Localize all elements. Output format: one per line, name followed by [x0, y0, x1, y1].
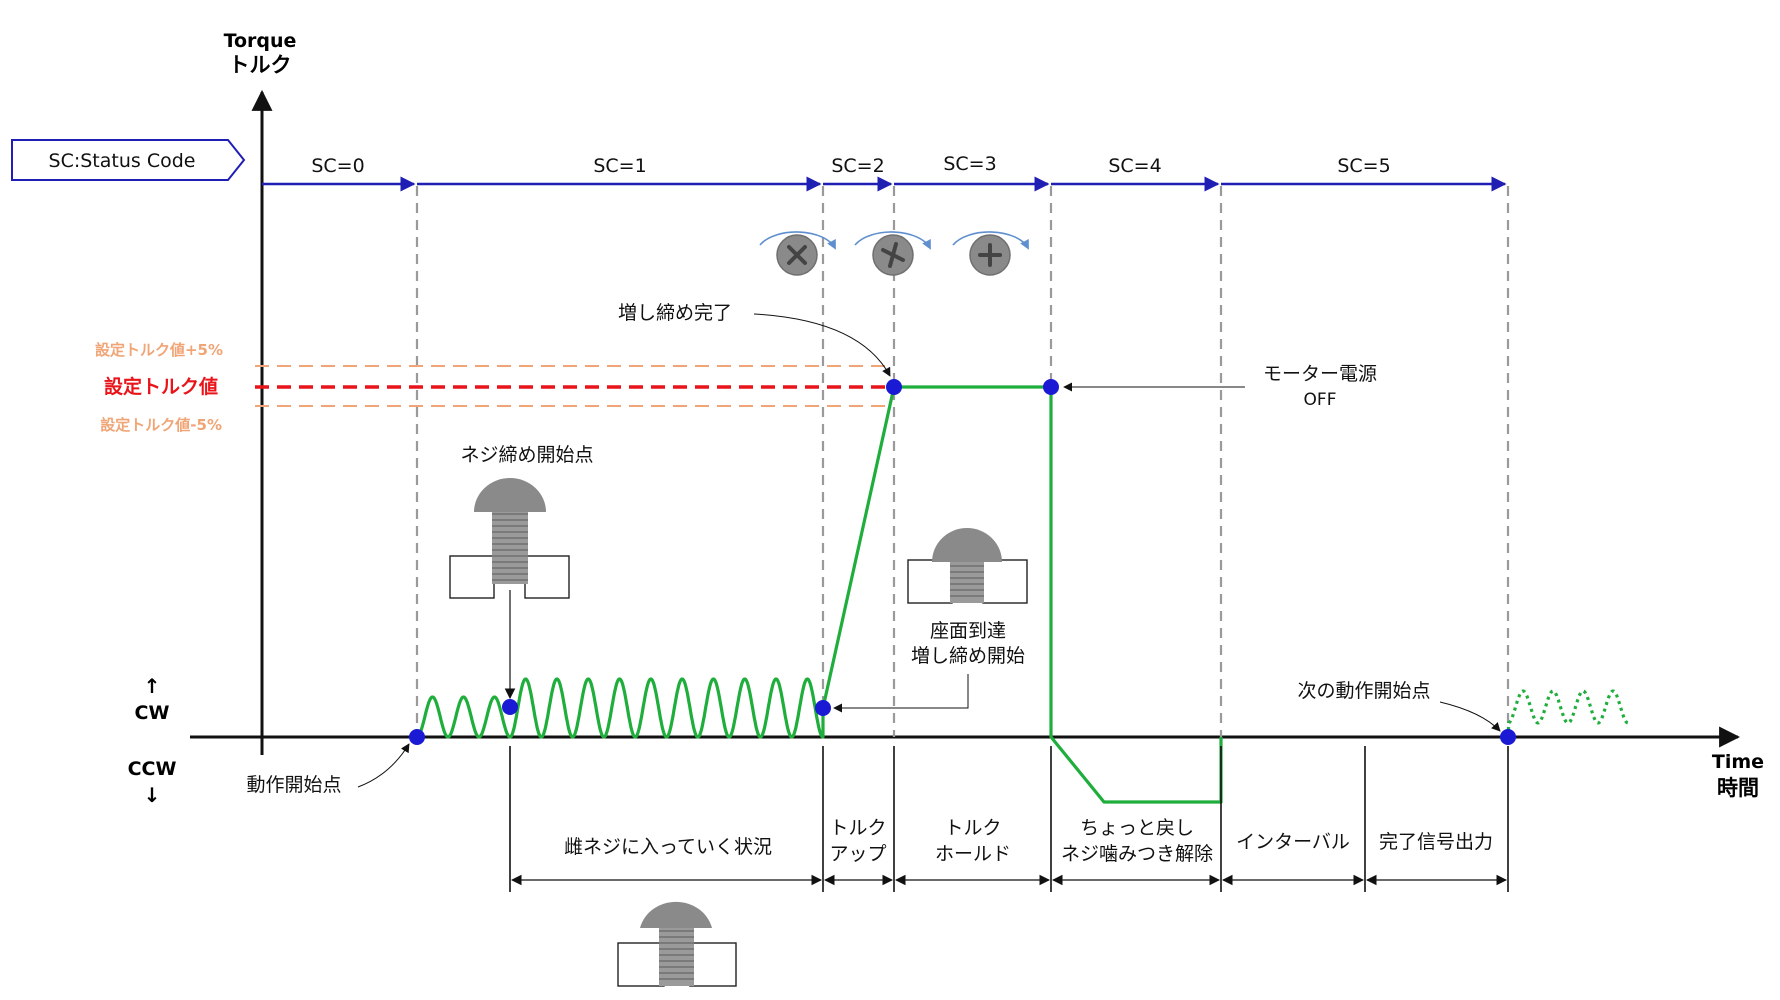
phase-release-label-2: ネジ噛みつき解除 — [1061, 843, 1213, 865]
marker-motor-off — [1043, 379, 1059, 395]
next-start-label: 次の動作開始点 — [1297, 680, 1430, 702]
nut-block-right-entering — [689, 942, 737, 987]
sc2-label: SC=2 — [831, 155, 884, 177]
torque-target-label: 設定トルク値 — [104, 375, 218, 398]
ccw-label: CCW — [128, 758, 177, 780]
nut-block-left-entering — [617, 942, 665, 987]
operation-start-leader — [357, 743, 410, 788]
torque-curve — [416, 385, 1223, 804]
motor-off-label: OFF — [1304, 390, 1337, 410]
torque-minus5-label: 設定トルク値-5% — [100, 416, 222, 434]
marker-tighten-complete — [886, 379, 902, 395]
sc0-label: SC=0 — [311, 155, 364, 177]
screw-head-entering — [640, 901, 712, 928]
event-markers — [409, 379, 1516, 745]
screw-illustration-entering — [617, 901, 737, 987]
seating-leader — [833, 674, 969, 713]
phase-timeline — [509, 746, 1509, 892]
marker-seating — [815, 700, 831, 716]
nut-block-left — [449, 555, 495, 599]
phase-torque-hold-label-2: ホールド — [935, 843, 1011, 865]
sc1-label: SC=1 — [593, 155, 646, 177]
x-axis-label-en: Time — [1712, 751, 1764, 773]
sc3-label: SC=3 — [943, 153, 996, 175]
seating-label-1: 座面到達 — [930, 620, 1006, 642]
phase-torque-up-label-2: アップ — [829, 843, 886, 865]
y-axis-label-en: Torque — [224, 30, 297, 52]
phase-torque-up-label-1: トルク — [829, 817, 886, 839]
screw-thread-seated — [950, 565, 984, 597]
screw-thread-entering — [659, 930, 694, 980]
nut-block-right-seated — [982, 559, 1028, 604]
torque-plus5-label: 設定トルク値+5% — [95, 341, 223, 359]
screw-head-seated — [932, 528, 1002, 562]
screw-thread — [492, 513, 528, 581]
cw-label: CW — [135, 702, 170, 724]
rotation-icon-1 — [759, 231, 836, 276]
screw-illustration-start — [449, 478, 570, 599]
phase-interval-label: インターバル — [1236, 831, 1350, 853]
screw-illustration-seated — [907, 528, 1028, 604]
seating-label-2: 増し締め開始 — [911, 645, 1025, 667]
ccw-arrow-icon: ↓ — [144, 783, 161, 807]
phase-release-label-1: ちょっと戻し — [1080, 817, 1194, 839]
cw-arrow-icon: ↑ — [144, 674, 161, 698]
operation-start-label: 動作開始点 — [246, 774, 341, 796]
sc4-label: SC=4 — [1108, 155, 1161, 177]
next-start-leader — [1439, 701, 1501, 732]
phase-entering-label: 雌ネジに入っていく状況 — [564, 836, 772, 858]
tighten-complete-leader — [753, 313, 891, 377]
marker-next-start — [1500, 729, 1516, 745]
sc5-label: SC=5 — [1337, 155, 1390, 177]
phase-torque-hold-label-1: トルク — [944, 817, 1001, 839]
screw-head — [474, 478, 546, 512]
status-code-legend-box — [11, 139, 246, 181]
marker-operation-start — [409, 729, 425, 745]
next-cycle-dotted-curve — [1506, 689, 1629, 738]
screw-start-label: ネジ締め開始点 — [460, 444, 593, 466]
rotation-icon-2 — [854, 231, 931, 276]
rotation-icon-3 — [952, 231, 1029, 276]
x-axis-label-ja: 時間 — [1717, 776, 1759, 800]
nut-block-right — [524, 555, 570, 599]
tighten-complete-label: 増し締め完了 — [618, 302, 732, 324]
screw-rotation-icons — [759, 231, 1029, 276]
status-code-legend-label: SC:Status Code — [49, 150, 196, 172]
motor-power-label: モーター電源 — [1263, 363, 1377, 385]
y-axis-label-ja: トルク — [229, 53, 292, 77]
phase-complete-signal-label: 完了信号出力 — [1379, 831, 1493, 853]
nut-block-left-seated — [907, 559, 953, 604]
marker-screw-start — [502, 699, 518, 715]
